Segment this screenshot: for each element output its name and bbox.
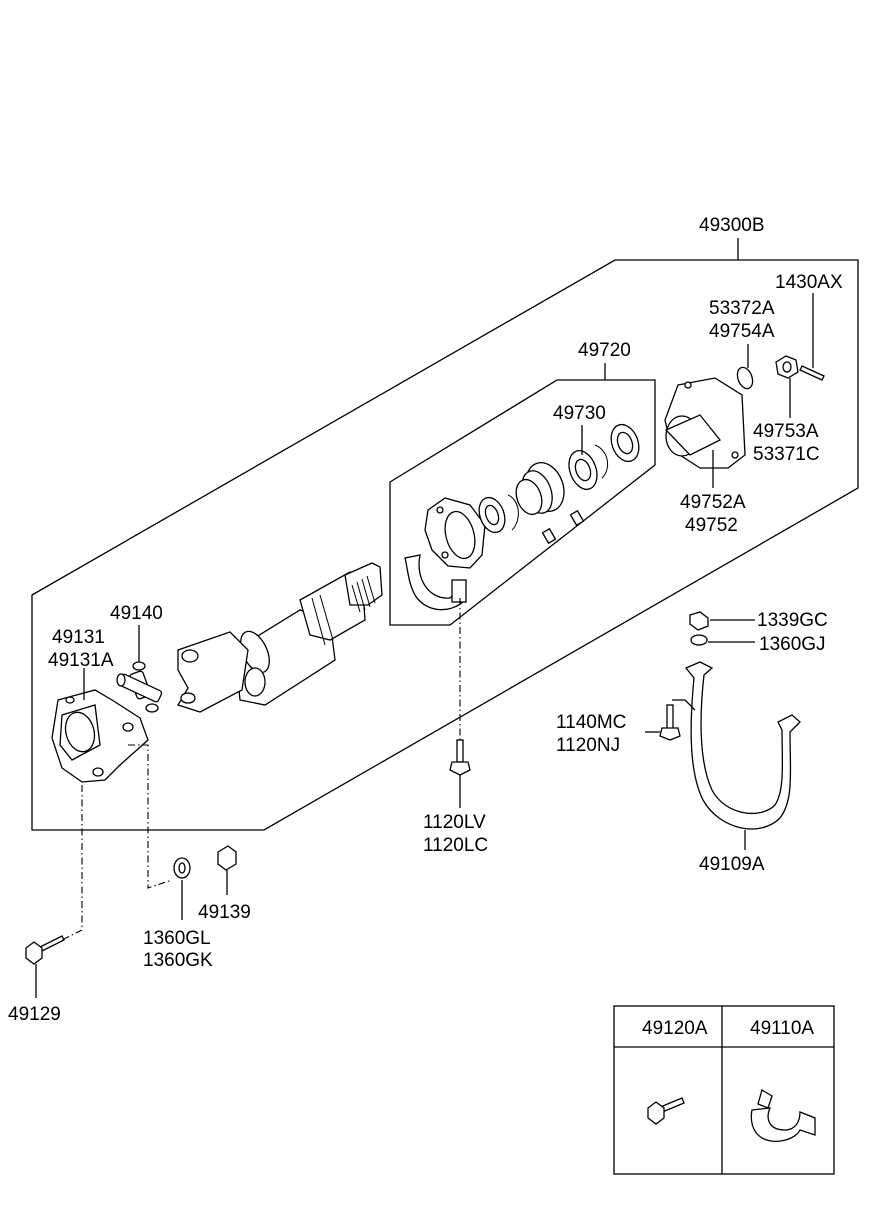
- label-bolt-129: 49129: [8, 1004, 61, 1025]
- label-pin: 1430AX: [775, 272, 843, 293]
- bearing-kit-outline: [389, 379, 656, 626]
- label-yoke-b: 49131A: [48, 650, 114, 671]
- label-yoke-a: 49131: [52, 627, 105, 648]
- label-nut-top: 1339GC: [757, 610, 828, 631]
- bolt-icon: [647, 1097, 685, 1125]
- label-bolt-lc: 1120LC: [423, 835, 488, 856]
- yoke-bolt: [25, 935, 65, 965]
- companion-flange: [664, 377, 746, 469]
- bearing-stack: [478, 423, 640, 545]
- label-bearing-kit: 49720: [578, 340, 631, 361]
- label-flange-b: 49752: [685, 515, 738, 536]
- label-nut-b: 53371C: [753, 444, 820, 465]
- table-header-col1: 49120A: [642, 1018, 708, 1039]
- bracket-bolt: [449, 739, 471, 776]
- yoke-washer-dash: [128, 744, 173, 889]
- yoke-washer-hole: [178, 862, 186, 874]
- label-bolt-mc: 1140MC: [556, 712, 626, 733]
- label-bolt-nj: 1120NJ: [556, 735, 620, 756]
- parts-table: [613, 1005, 835, 1175]
- flange-washer: [736, 366, 754, 390]
- label-washer-b: 49754A: [709, 321, 775, 342]
- label-spider: 49140: [110, 603, 163, 624]
- universal-joint-spider: [116, 661, 163, 713]
- label-bearing: 49730: [553, 403, 606, 424]
- label-bolt-lv: 1120LV: [423, 812, 486, 833]
- yoke-bolt-dash-end: [61, 929, 83, 941]
- cotter-pin: [799, 365, 825, 381]
- yoke-nut: [217, 845, 237, 871]
- strap-nut: [689, 611, 709, 631]
- mounting-strap: [684, 661, 801, 830]
- bearing-housing: [424, 497, 486, 569]
- strap-washer: [690, 634, 708, 646]
- clamp-icon: [750, 1089, 816, 1142]
- assembly-outline: [31, 259, 859, 831]
- label-assembly: 49300B: [699, 215, 765, 236]
- label-flange-a: 49752A: [680, 492, 746, 513]
- label-washer-top: 1360GJ: [759, 634, 826, 655]
- label-nut-a: 49753A: [753, 421, 819, 442]
- table-header-col2: 49110A: [750, 1018, 814, 1039]
- label-washer-gl: 1360GL: [143, 928, 211, 949]
- strap-bolt-leader-bracket: [672, 699, 696, 711]
- label-nut-139: 49139: [198, 902, 251, 923]
- label-strap: 49109A: [699, 854, 765, 875]
- bearing-bracket: [404, 554, 467, 611]
- label-washer-a: 53372A: [709, 298, 775, 319]
- strap-bolt: [659, 704, 681, 741]
- flange-yoke: [51, 689, 149, 783]
- label-washer-gk: 1360GK: [143, 950, 213, 971]
- flange-nut: [775, 355, 799, 379]
- propeller-shaft: [177, 562, 383, 713]
